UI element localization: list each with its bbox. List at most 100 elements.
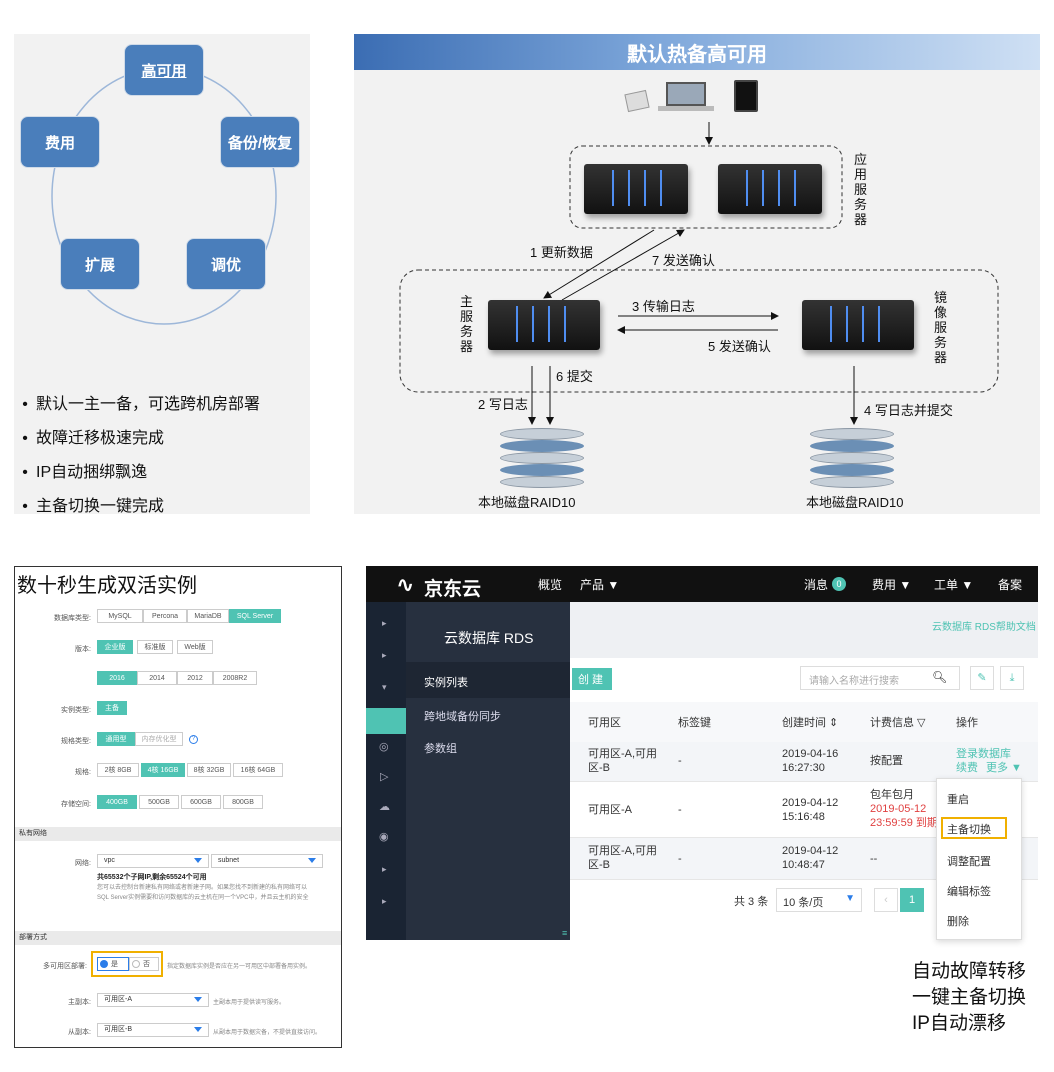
switchover-highlight [941, 817, 1007, 839]
caption-line: 自动故障转移 [912, 961, 1027, 982]
download-icon[interactable]: ⤓ [1000, 666, 1024, 690]
row-billing: 包年包月 [870, 789, 914, 801]
multi-az-yes-radio[interactable]: 是 [97, 957, 129, 971]
primary-az-select[interactable]: 可用区-A [97, 993, 209, 1007]
primary-hint: 主副本用于提供读写服务。 [213, 1000, 286, 1006]
db-type-percona[interactable]: Percona [143, 609, 187, 623]
storage-option[interactable]: 500GB [139, 795, 179, 809]
collapse-icon[interactable]: ≡ [562, 928, 568, 938]
menu-edit-tags[interactable]: 编辑标签 [947, 886, 991, 898]
col-created[interactable]: 创建时间 ⇕ [782, 717, 839, 729]
renew-link[interactable]: 续费 [956, 762, 978, 774]
create-button[interactable]: 创 建 [572, 668, 612, 690]
col-billing[interactable]: 计费信息 ▽ [870, 717, 926, 729]
spec-option[interactable]: 8核 32GB [187, 763, 231, 777]
disk-icon [810, 428, 894, 490]
menu-cross-region-backup[interactable]: 跨地域备份同步 [424, 711, 501, 723]
menu-delete[interactable]: 删除 [947, 916, 969, 928]
step-6-label: 6 提交 [556, 369, 593, 384]
more-dropdown[interactable]: 更多 ▼ [986, 762, 1022, 774]
row-created: 2019-04-12 15:16:48 [782, 797, 839, 823]
menu-item-active-bg [406, 662, 570, 698]
gauge-icon[interactable]: ◉ [379, 831, 389, 843]
secondary-az-select[interactable]: 可用区-B [97, 1023, 209, 1037]
db-type-mysql[interactable]: MySQL [97, 609, 143, 623]
nav-tickets[interactable]: 工单 ▼ [934, 578, 974, 592]
step-3-label: 3 传输日志 [632, 299, 695, 314]
node-cost: 费用 [20, 116, 100, 168]
login-db-link[interactable]: 登录数据库 [956, 748, 1011, 760]
storage-option[interactable]: 800GB [223, 795, 263, 809]
page-size-select[interactable]: 10 条/页▼ [776, 888, 862, 912]
prev-page-button[interactable]: ‹ [874, 888, 898, 912]
edition-standard[interactable]: 标准版 [137, 640, 173, 654]
play-icon[interactable]: ▷ [380, 771, 389, 783]
storage-option[interactable]: 400GB [97, 795, 137, 809]
tablet-icon [734, 80, 758, 112]
menu-switchover[interactable]: 主备切换 [947, 824, 991, 836]
spec-option[interactable]: 2核 8GB [97, 763, 139, 777]
step-4-label: 4 写日志并提交 [864, 403, 953, 418]
disk-icon [500, 428, 584, 490]
vpc-select[interactable]: vpc [97, 854, 209, 868]
mirror-server-icon [802, 300, 914, 350]
chevron-down-icon[interactable]: ▾ [382, 682, 387, 692]
row-tag: - [678, 804, 682, 816]
page-number[interactable]: 1 [900, 888, 924, 912]
nav-overview[interactable]: 概览 [538, 578, 563, 592]
chevron-right-icon[interactable]: ▸ [382, 618, 387, 628]
spec-option[interactable]: 4核 16GB [141, 763, 185, 777]
menu-parameter-groups[interactable]: 参数组 [424, 743, 457, 755]
spec-type-memory[interactable]: 内存优化型 [135, 732, 183, 746]
version-2012[interactable]: 2012 [177, 671, 213, 685]
cloud-icon[interactable]: ☁ [379, 801, 390, 813]
row-tag: - [678, 755, 682, 767]
row-created: 2019-04-16 16:27:30 [782, 748, 839, 774]
spec-option[interactable]: 16核 64GB [233, 763, 283, 777]
version-2008r2[interactable]: 2008R2 [213, 671, 257, 685]
edition-enterprise[interactable]: 企业版 [97, 640, 133, 654]
col-tag: 标签键 [678, 717, 711, 729]
nav-messages[interactable]: 消息 [804, 578, 829, 592]
bullet-item: •默认一主一备，可选跨机房部署 [22, 396, 261, 413]
table-row [570, 742, 1038, 782]
instance-type-option[interactable]: 主备 [97, 701, 127, 715]
chevron-right-icon[interactable]: ▸ [382, 864, 387, 874]
monitor-icon[interactable]: ◎ [379, 741, 389, 753]
subnet-select[interactable]: subnet [211, 854, 323, 868]
storage-option[interactable]: 600GB [181, 795, 221, 809]
spec-type-general[interactable]: 通用型 [97, 732, 135, 746]
nav-billing[interactable]: 费用 ▼ [872, 578, 912, 592]
node-backup-restore: 备份/恢复 [220, 116, 300, 168]
database-icon[interactable] [366, 708, 406, 734]
ha-cycle-panel: 高可用 备份/恢复 调优 扩展 费用 •默认一主一备，可选跨机房部署 •故障迁移… [14, 34, 310, 515]
db-type-mariadb[interactable]: MariaDB [187, 609, 229, 623]
menu-instance-list[interactable]: 实例列表 [424, 677, 468, 689]
version-2014[interactable]: 2014 [137, 671, 177, 685]
help-doc-link[interactable]: 云数据库 RDS帮助文档 [932, 622, 1036, 633]
nav-filing[interactable]: 备案 [998, 578, 1023, 592]
step-2-label: 2 写日志 [478, 397, 528, 412]
message-badge: 0 [832, 577, 846, 591]
nav-products[interactable]: 产品 ▼ [580, 578, 620, 592]
edition-web[interactable]: Web版 [177, 640, 213, 654]
col-az: 可用区 [588, 717, 621, 729]
brand-name: 京东云 [424, 579, 482, 600]
brand-logo-icon: ∿ [396, 572, 415, 597]
table-header [570, 702, 1038, 742]
menu-resize[interactable]: 调整配置 [947, 856, 991, 868]
chevron-right-icon[interactable]: ▸ [382, 896, 387, 906]
multi-az-no-radio[interactable]: 否 [129, 957, 159, 971]
network-label: 网络: [75, 860, 91, 867]
db-type-sqlserver[interactable]: SQL Server [229, 609, 281, 623]
multi-az-highlight [91, 951, 163, 977]
master-label: 主服务器 [460, 294, 474, 354]
menu-restart[interactable]: 重启 [947, 794, 969, 806]
search-icon[interactable]: 🔍︎ [932, 670, 948, 684]
step-7-label: 7 发送确认 [652, 253, 715, 268]
version-2016[interactable]: 2016 [97, 671, 137, 685]
edit-icon[interactable]: ✎ [970, 666, 994, 690]
chevron-right-icon[interactable]: ▸ [382, 650, 387, 660]
search-input[interactable]: 请输入名称进行搜索 [800, 666, 960, 690]
help-icon[interactable]: ? [189, 735, 198, 744]
